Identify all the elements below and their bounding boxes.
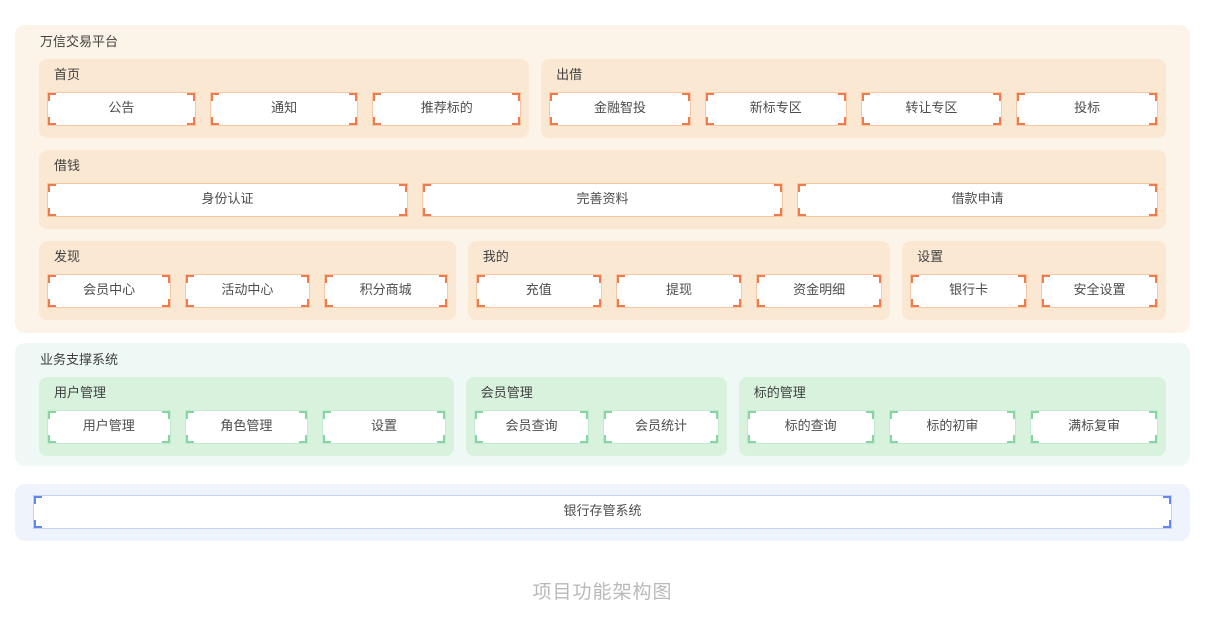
section-home: 首页 公告 通知 推荐标的 — [39, 59, 530, 138]
section-lend-label: 出借 — [556, 68, 583, 83]
section-discover: 发现 会员中心 活动中心 积分商城 — [39, 241, 456, 320]
node-security-settings: 安全设置 — [1041, 274, 1158, 308]
node-member-center: 会员中心 — [47, 274, 172, 308]
platform-row-3: 发现 会员中心 活动中心 积分商城 我的 充值 提现 资金明细 — [39, 241, 1166, 320]
node-identity-auth: 身份认证 — [47, 183, 408, 217]
node-bank-card: 银行卡 — [910, 274, 1028, 308]
section-settings: 设置 银行卡 安全设置 — [902, 241, 1166, 320]
node-full-bid-review: 满标复审 — [1030, 410, 1159, 444]
platform-panel: 万信交易平台 首页 公告 通知 推荐标的 出借 金融智投 新标专区 转让 — [15, 25, 1190, 333]
bank-panel: 银行存管系统 — [15, 484, 1190, 541]
support-row: 用户管理 用户管理 角色管理 设置 会员管理 会员查询 会员统计 标的管理 — [39, 377, 1166, 456]
section-member-mgmt-label: 会员管理 — [480, 386, 533, 401]
section-home-label: 首页 — [54, 68, 81, 83]
architecture-diagram: 万信交易平台 首页 公告 通知 推荐标的 出借 金融智投 新标专区 转让 — [15, 25, 1190, 603]
node-withdraw: 提现 — [615, 274, 743, 308]
node-activity-center: 活动中心 — [185, 274, 310, 308]
node-role-management: 角色管理 — [184, 410, 309, 444]
node-bank-depository-system: 银行存管系统 — [33, 495, 1172, 529]
node-target-query: 标的查询 — [746, 410, 875, 444]
node-member-query: 会员查询 — [473, 410, 590, 444]
section-discover-label: 发现 — [54, 250, 81, 265]
node-loan-application: 借款申请 — [797, 183, 1158, 217]
section-settings-label: 设置 — [917, 250, 944, 265]
node-new-bid-zone: 新标专区 — [704, 92, 847, 126]
node-target-first-review: 标的初审 — [888, 410, 1017, 444]
node-points-mall: 积分商城 — [323, 274, 448, 308]
section-lend: 出借 金融智投 新标专区 转让专区 投标 — [541, 59, 1166, 138]
section-target-mgmt: 标的管理 标的查询 标的初审 满标复审 — [738, 377, 1166, 456]
support-title: 业务支撑系统 — [40, 353, 119, 368]
platform-row-2: 借钱 身份认证 完善资料 借款申请 — [39, 150, 1166, 229]
platform-title: 万信交易平台 — [40, 35, 119, 50]
section-member-mgmt: 会员管理 会员查询 会员统计 — [465, 377, 727, 456]
section-target-mgmt-label: 标的管理 — [753, 386, 806, 401]
node-settings: 设置 — [322, 410, 446, 444]
node-announcement: 公告 — [47, 92, 196, 126]
node-recommended-targets: 推荐标的 — [372, 92, 522, 126]
node-smart-invest: 金融智投 — [549, 92, 691, 126]
section-user-mgmt-label: 用户管理 — [54, 386, 107, 401]
node-notification: 通知 — [209, 92, 359, 126]
node-member-stats: 会员统计 — [603, 410, 719, 444]
section-user-mgmt: 用户管理 用户管理 角色管理 设置 — [39, 377, 454, 456]
section-mine: 我的 充值 提现 资金明细 — [467, 241, 891, 320]
node-complete-profile: 完善资料 — [422, 183, 783, 217]
node-recharge: 充值 — [475, 274, 602, 308]
node-transfer-zone: 转让专区 — [860, 92, 1003, 126]
node-fund-details: 资金明细 — [756, 274, 883, 308]
support-panel: 业务支撑系统 用户管理 用户管理 角色管理 设置 会员管理 会员查询 会员统计 — [15, 343, 1190, 466]
platform-row-1: 首页 公告 通知 推荐标的 出借 金融智投 新标专区 转让专区 投标 — [39, 59, 1166, 138]
diagram-caption: 项目功能架构图 — [532, 581, 673, 603]
section-borrow-label: 借钱 — [54, 159, 81, 174]
section-mine-label: 我的 — [482, 250, 509, 265]
node-user-management: 用户管理 — [47, 410, 171, 444]
node-bid: 投标 — [1016, 92, 1158, 126]
section-borrow: 借钱 身份认证 完善资料 借款申请 — [39, 150, 1166, 229]
